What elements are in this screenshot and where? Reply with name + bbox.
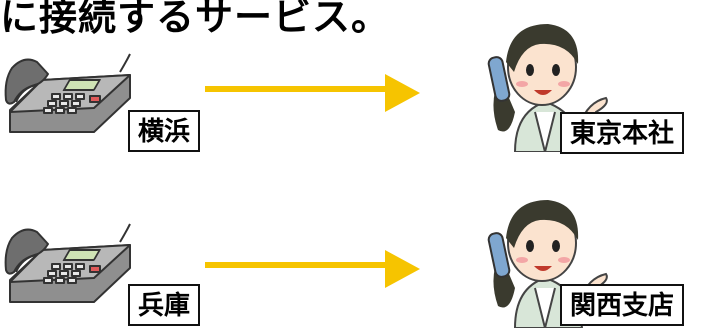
source-location-label: 横浜 — [128, 110, 201, 152]
telephone-icon — [4, 223, 131, 303]
destination-location-label: 東京本社 — [560, 112, 685, 154]
page-heading: に接続するサービス。 — [0, 0, 391, 39]
source-location-label: 兵庫 — [128, 284, 201, 326]
destination-location-label: 関西支店 — [560, 284, 685, 326]
telephone-icon — [4, 53, 131, 133]
arrow-icon — [205, 250, 420, 288]
arrow-icon — [205, 74, 420, 112]
operator-woman-icon — [487, 24, 608, 152]
